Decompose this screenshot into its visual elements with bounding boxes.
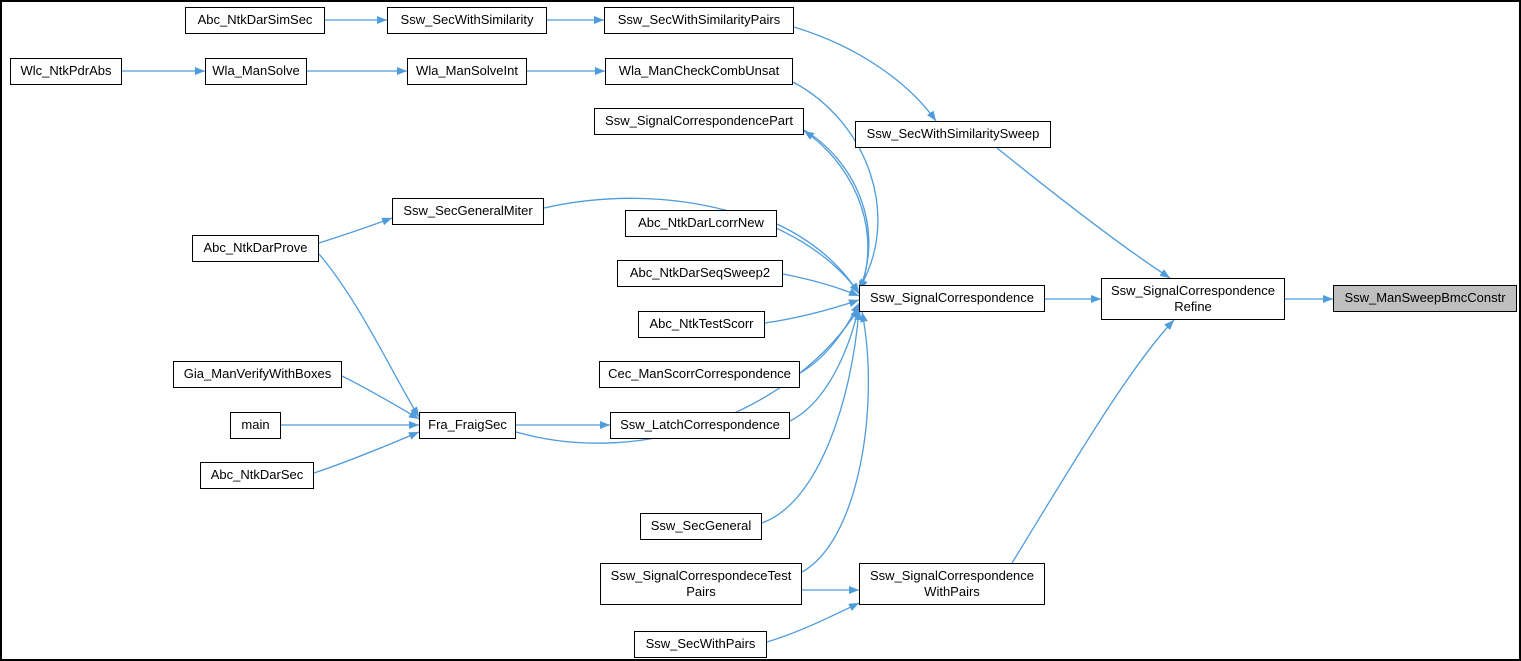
edge-sigcorr-sigcorrpart [803,130,869,286]
edge-darsec-frafraigsec [313,431,420,474]
node-abc-ntkdarsec[interactable]: Abc_NtkDarSec [200,462,314,489]
edge-lcorrnew-sigcorr [776,223,860,295]
node-ssw-signalcorrespondencepart[interactable]: Ssw_SignalCorrespondencePart [594,108,804,135]
node-ssw-signalcorrespondecetestpairs[interactable]: Ssw_SignalCorrespondeceTest Pairs [600,563,802,605]
node-ssw-signalcorrespondence[interactable]: Ssw_SignalCorrespondence [859,285,1045,312]
node-cec-manscorrcorrespondence[interactable]: Cec_ManScorrCorrespondence [599,361,800,388]
node-ssw-latchcorrespondence[interactable]: Ssw_LatchCorrespondence [610,412,790,439]
node-ssw-secwithsimilaritypairs[interactable]: Ssw_SecWithSimilarityPairs [604,7,794,34]
node-wla-mancheckcombunsat[interactable]: Wla_ManCheckCombUnsat [605,58,793,85]
node-ssw-signalcorrespondencerefine[interactable]: Ssw_SignalCorrespondence Refine [1101,278,1285,320]
node-ssw-secgeneral[interactable]: Ssw_SecGeneral [640,513,762,540]
node-main[interactable]: main [230,412,281,439]
edge-giaverify-frafraigsec [341,375,420,420]
edge-testpairs-sigcorr [801,311,870,573]
node-ssw-secwithsimilaritysweep[interactable]: Ssw_SecWithSimilaritySweep [855,121,1051,148]
node-wlc-ntkpdrabs[interactable]: Wlc_NtkPdrAbs [10,58,122,85]
edge-testscorr-sigcorr [764,299,860,324]
edge-withpairs-refine [1011,319,1175,564]
node-fra-fraigsec[interactable]: Fra_FraigSec [419,412,516,439]
edge-secgeneral-sigcorr [761,309,863,524]
node-gia-manverifywithboxes[interactable]: Gia_ManVerifyWithBoxes [173,361,342,388]
edge-pairs-sweep [793,26,937,122]
node-ssw-mansweepbmcconstr: Ssw_ManSweepBmcConstr [1333,285,1517,312]
edge-darprove-frafraigsec [318,253,420,418]
edge-sweep-refine [996,147,1171,279]
node-wla-mansolve[interactable]: Wla_ManSolve [205,58,307,85]
edge-darprove-secgeneralmiter [318,217,393,244]
node-ssw-secgeneralmiter[interactable]: Ssw_SecGeneralMiter [392,198,544,225]
node-abc-ntkdarprove[interactable]: Abc_NtkDarProve [192,235,319,262]
node-abc-ntkdarseqsweep2[interactable]: Abc_NtkDarSeqSweep2 [617,260,783,287]
node-abc-ntkdarlcorrnew[interactable]: Abc_NtkDarLcorrNew [625,210,777,237]
node-wla-mansolveint[interactable]: Wla_ManSolveInt [407,58,527,85]
node-ssw-secwithpairs[interactable]: Ssw_SecWithPairs [634,631,767,658]
node-abc-ntkdarsimsec[interactable]: Abc_NtkDarSimSec [185,7,325,34]
edge-seqsweep2-sigcorr [782,273,860,297]
node-ssw-secwithsimilarity[interactable]: Ssw_SecWithSimilarity [387,7,547,34]
edge-checkcombunsat-sigcorr [792,81,879,290]
node-ssw-signalcorrespondencewithpairs[interactable]: Ssw_SignalCorrespondence WithPairs [859,563,1045,605]
edge-secwithpairs-withpairs [766,602,860,643]
node-abc-ntktestscorr[interactable]: Abc_NtkTestScorr [638,311,765,338]
